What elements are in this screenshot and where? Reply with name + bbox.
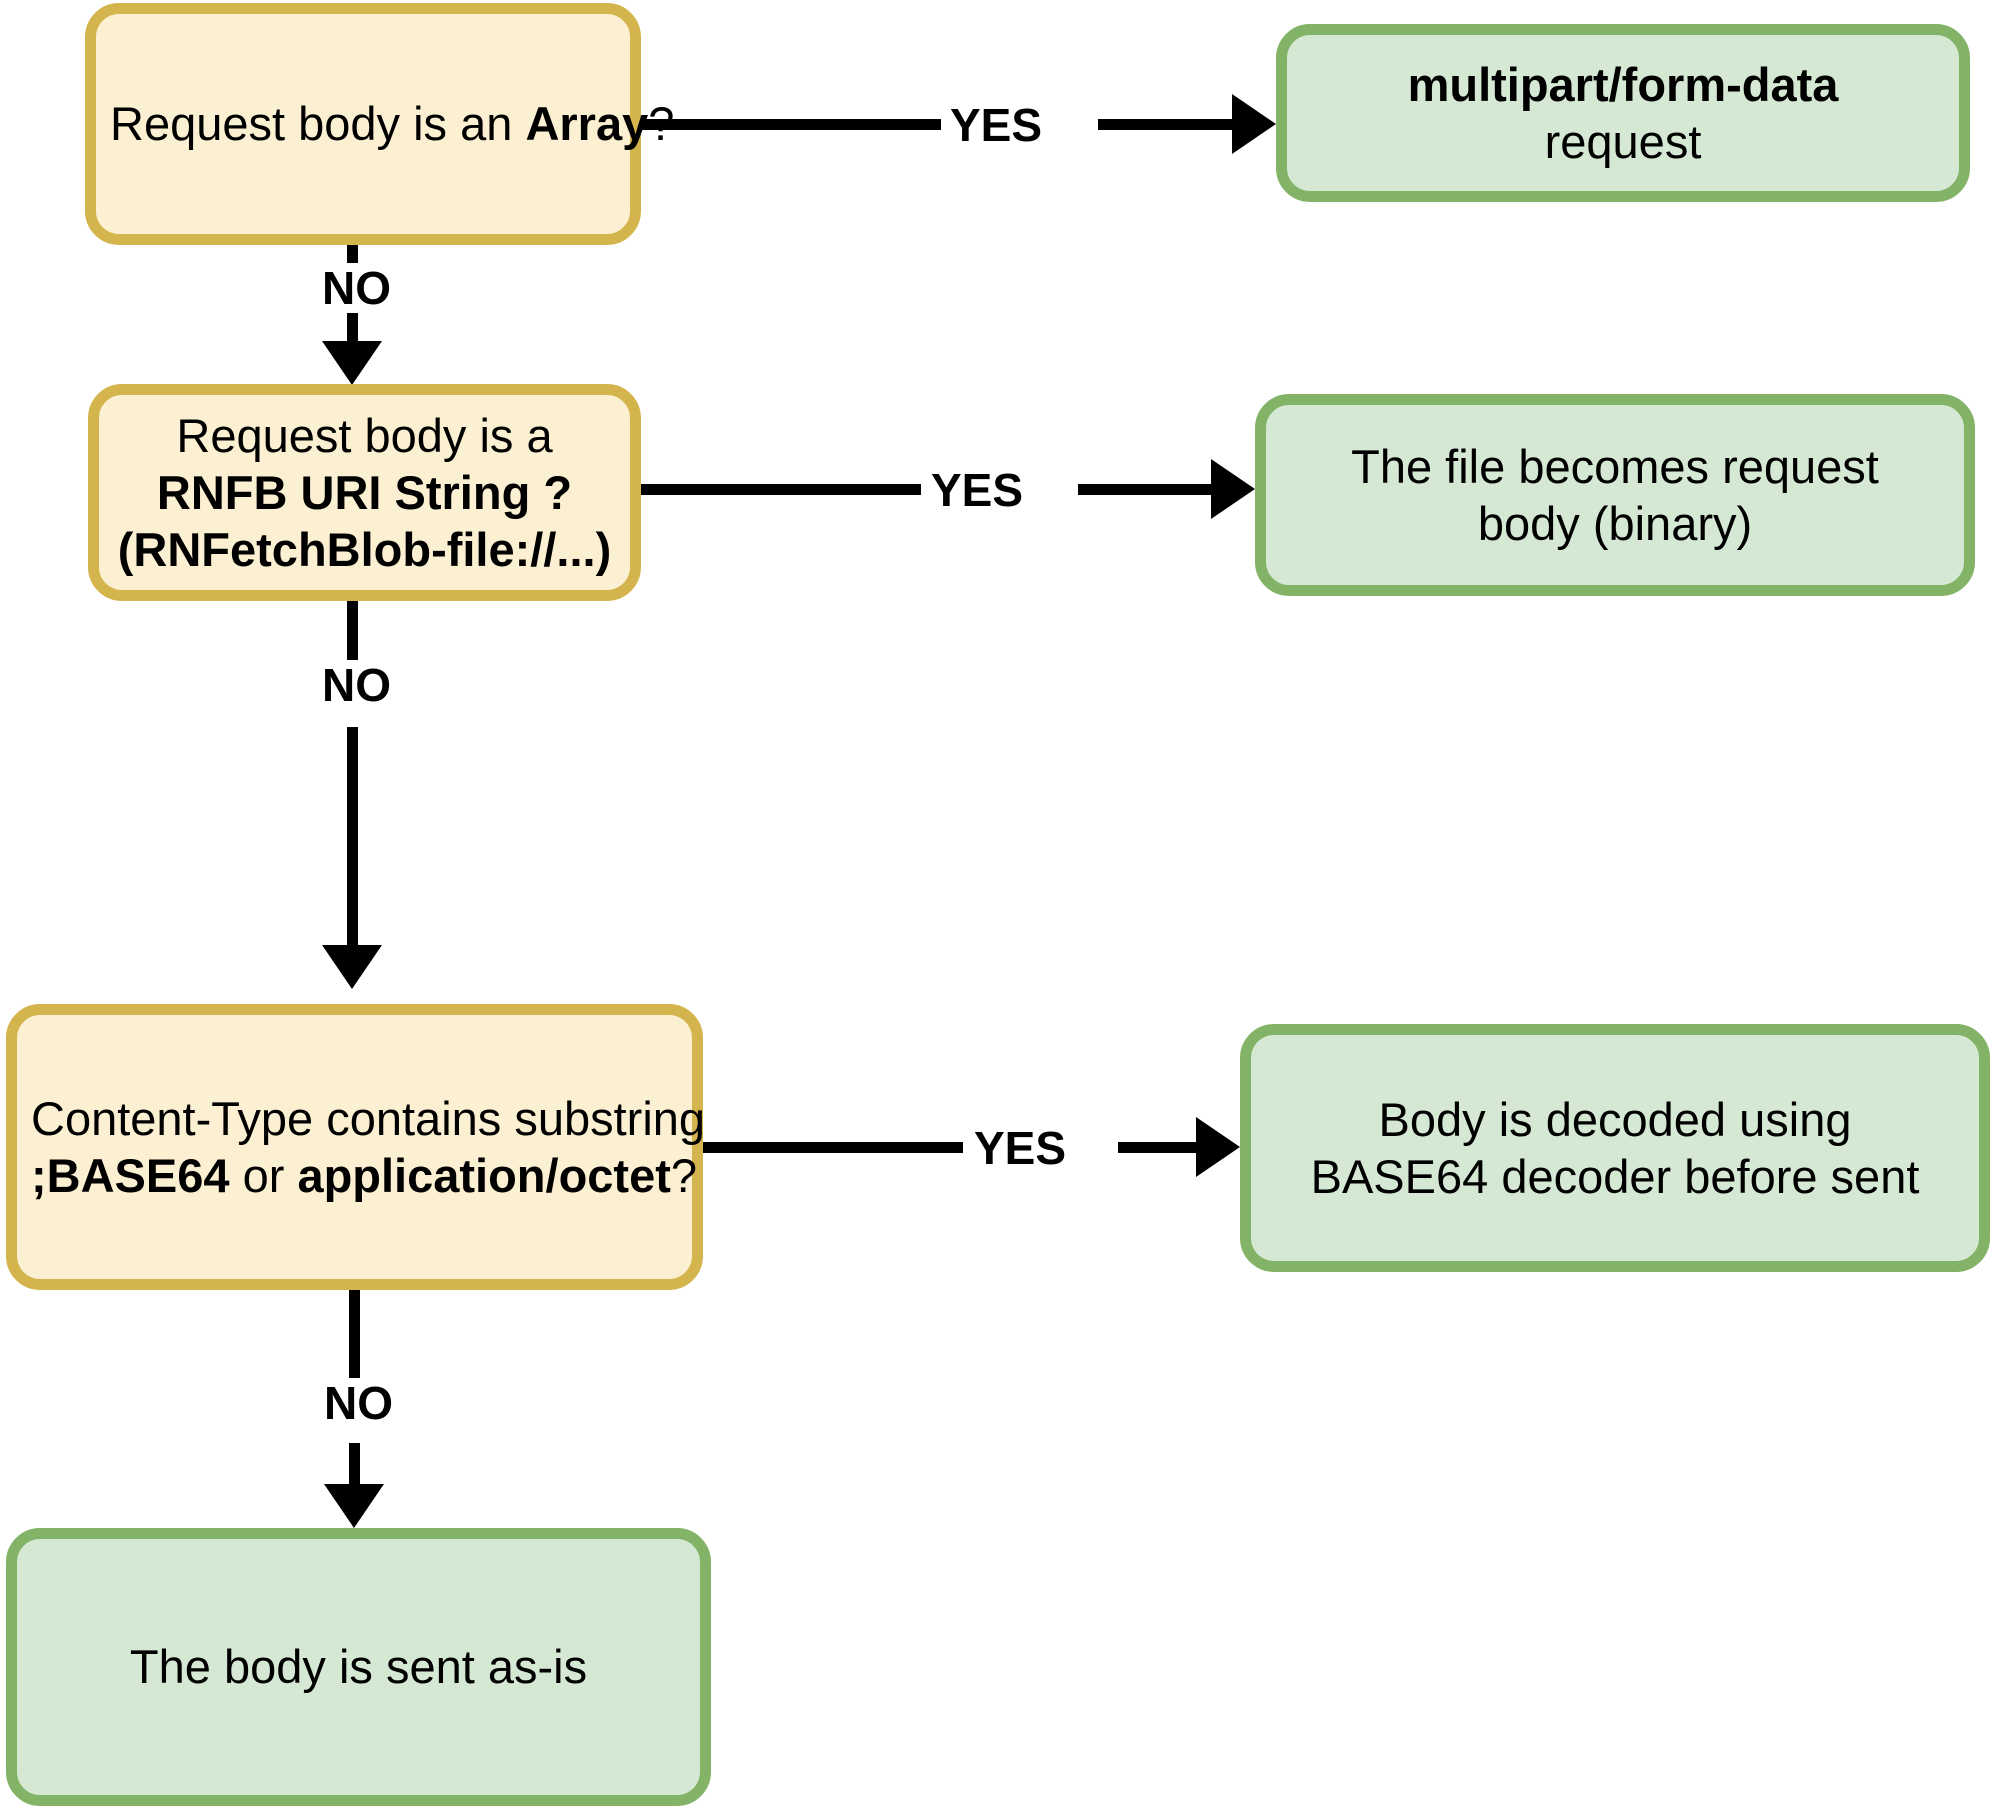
node-text-array-plain: Request body is an [110, 97, 526, 151]
edge-label-rnfb-no: NO [316, 660, 397, 710]
edge-label-rnfb-yes: YES [925, 465, 1030, 515]
node-text-array: Request body is an Array? [110, 95, 674, 152]
node-text-contenttype-line1: Content-Type contains substring [31, 1091, 706, 1145]
node-text-multipart: multipart/form-data request [1301, 56, 1945, 171]
outcome-node-multipart-form-data[interactable]: multipart/form-data request [1276, 24, 1970, 202]
node-text-contenttype: Content-Type contains substring ;BASE64 … [31, 1090, 706, 1205]
edge-line-ct-no-upper [349, 1290, 360, 1390]
node-text-rnfb-line3: (RNFetchBlob-file://...) [117, 523, 612, 577]
node-text-base64-line2: BASE64 decoder before sent [1310, 1150, 1920, 1203]
edge-line-array-yes-right [1098, 119, 1234, 130]
node-text-filebody: The file becomes request body (binary) [1280, 438, 1950, 553]
decision-node-content-type-substring[interactable]: Content-Type contains substring ;BASE64 … [6, 1004, 706, 1290]
node-text-rnfb-line1: Request body is a [176, 408, 553, 462]
edge-line-rnfb-no-lower [347, 727, 358, 950]
node-text-asis-line1: The body is sent as-is [129, 1640, 588, 1694]
node-text-rnfb-line2: RNFB URI String ? [156, 465, 573, 519]
node-text-contenttype-line2: ;BASE64 or application/octet? [31, 1147, 697, 1204]
node-text-contenttype-or: or [229, 1149, 298, 1202]
edge-arrowhead-rnfb-yes [1211, 459, 1255, 519]
edge-label-ct-no: NO [318, 1378, 399, 1428]
edge-arrowhead-rnfb-no [322, 945, 382, 989]
edge-arrowhead-array-no [322, 341, 382, 385]
node-text-contenttype-bold-octet: application/octet [297, 1149, 671, 1202]
edge-line-rnfb-yes-right [1078, 484, 1213, 495]
edge-arrowhead-ct-yes [1196, 1117, 1240, 1177]
edge-line-ct-yes-right [1118, 1142, 1198, 1153]
edge-arrowhead-array-yes [1232, 94, 1276, 154]
node-text-filebody-line1: The file becomes request [1351, 439, 1879, 493]
edge-label-array-yes: YES [944, 100, 1049, 150]
node-text-asis: The body is sent as-is [31, 1638, 686, 1695]
edge-arrowhead-ct-no [324, 1484, 384, 1528]
decision-node-request-body-is-array[interactable]: Request body is an Array? [85, 3, 674, 245]
node-text-array-bold: Array [525, 97, 649, 151]
node-text-contenttype-bold-base64: ;BASE64 [31, 1149, 230, 1202]
decision-node-request-body-is-rnfb-uri[interactable]: Request body is a RNFB URI String ? (RNF… [88, 384, 641, 601]
node-text-base64-line1: Body is decoded using [1378, 1092, 1852, 1146]
edge-label-ct-yes: YES [968, 1123, 1073, 1173]
node-text-contenttype-qmark: ? [670, 1149, 698, 1202]
node-text-multipart-line1: multipart/form-data [1407, 57, 1839, 111]
outcome-node-body-sent-as-is[interactable]: The body is sent as-is [6, 1528, 711, 1806]
outcome-node-file-becomes-request-body[interactable]: The file becomes request body (binary) [1255, 394, 1975, 596]
node-text-base64: Body is decoded using BASE64 decoder bef… [1265, 1091, 1965, 1206]
edge-line-ct-no-lower [349, 1443, 360, 1488]
edge-line-ct-yes-left [703, 1142, 963, 1153]
node-text-multipart-line2: request [1544, 115, 1702, 168]
outcome-node-body-decoded-base64[interactable]: Body is decoded using BASE64 decoder bef… [1240, 1024, 1990, 1272]
node-text-rnfb: Request body is a RNFB URI String ? (RNF… [113, 407, 616, 579]
edge-line-rnfb-no-upper [347, 601, 358, 706]
edge-label-array-no: NO [316, 263, 397, 313]
node-text-filebody-line2: body (binary) [1477, 497, 1753, 550]
edge-line-rnfb-yes-left [641, 484, 921, 495]
edge-line-array-yes-left [641, 119, 941, 130]
